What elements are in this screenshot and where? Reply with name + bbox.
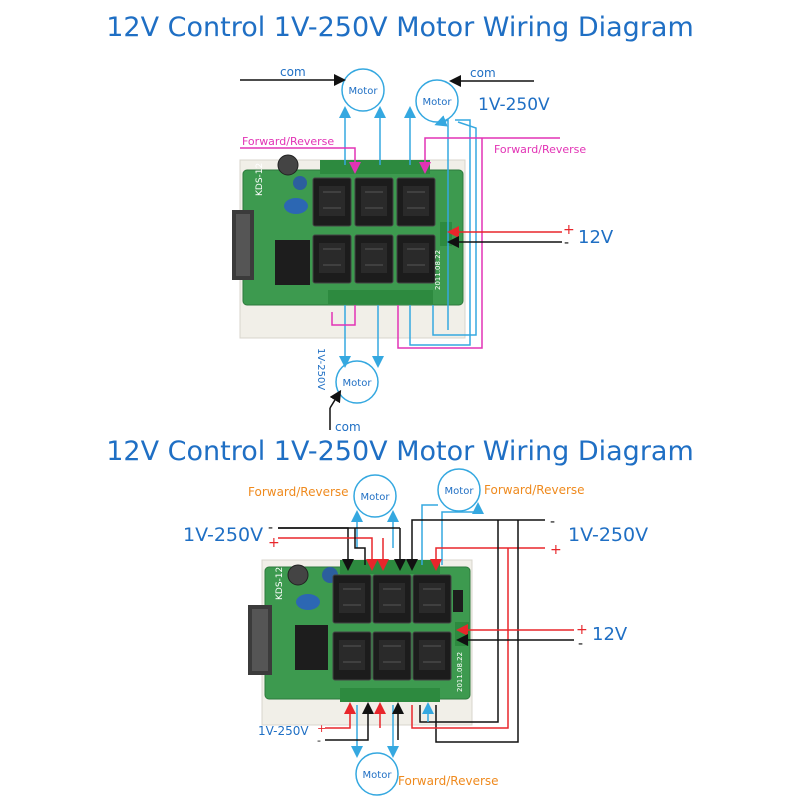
bottom-12v-power: + - 12V — [456, 622, 628, 652]
bottom-power-plus: + — [576, 622, 588, 638]
top-minus-sign: - — [564, 235, 569, 251]
top-motor-bottom: Motor — [335, 360, 379, 404]
top-12v-power: + - 12V — [447, 222, 614, 251]
bottom-right-minus: - — [550, 514, 555, 530]
top-blue-wires — [339, 106, 477, 368]
bottom-bottom-minus: - — [317, 734, 321, 747]
bottom-left-supply-wires — [278, 527, 406, 571]
top-plus-sign: + — [563, 222, 575, 238]
top-motor-right: Motor — [415, 79, 459, 123]
top-voltage-bottom: 1V-250V — [315, 348, 326, 390]
svg-text:Motor: Motor — [445, 486, 475, 497]
top-com-wires: com com com — [240, 65, 534, 434]
top-com-right-label: com — [470, 66, 496, 80]
top-forward-reverse-right: Forward/Reverse — [494, 143, 586, 156]
bottom-diagram: KDS-12 2011.08.22 Motor Motor Motor Forw… — [183, 468, 648, 796]
bottom-board-model: KDS-12 — [275, 567, 285, 600]
bottom-forward-reverse-bottom: Forward/Reverse — [398, 774, 499, 788]
svg-text:Motor: Motor — [363, 770, 393, 781]
bottom-right-supply-wires — [406, 519, 545, 743]
top-forward-reverse-left: Forward/Reverse — [242, 135, 334, 148]
svg-text:Motor: Motor — [361, 492, 391, 503]
top-diagram-title: 12V Control 1V-250V Motor Wiring Diagram — [106, 12, 694, 43]
bottom-motor-left: Motor — [353, 474, 397, 518]
bottom-power-minus: - — [578, 636, 583, 652]
top-diagram: KDS-12 2011.08.22 Motor Motor Motor com … — [232, 65, 614, 434]
top-magenta-wires — [240, 137, 560, 349]
bottom-motor-right: Motor — [437, 468, 481, 512]
top-board-date: 2011.08.22 — [434, 250, 442, 290]
bottom-lower-supply-wires — [325, 702, 434, 741]
svg-text:Motor: Motor — [343, 378, 373, 389]
bottom-left-minus: - — [268, 520, 273, 536]
bottom-voltage-left: 1V-250V — [183, 524, 263, 546]
bottom-voltage-right: 1V-250V — [568, 524, 648, 546]
top-relay-board: KDS-12 2011.08.22 — [232, 154, 466, 339]
top-motor-left: Motor — [341, 68, 385, 112]
bottom-motor-bottom: Motor — [355, 752, 399, 796]
bottom-bottom-plus: + — [317, 722, 326, 735]
bottom-voltage-bottom: 1V-250V — [258, 724, 309, 738]
svg-text:Motor: Motor — [349, 86, 379, 97]
bottom-diagram-title: 12V Control 1V-250V Motor Wiring Diagram — [106, 436, 694, 467]
bottom-forward-reverse-left: Forward/Reverse — [248, 485, 349, 499]
bottom-power-label: 12V — [592, 624, 628, 645]
bottom-forward-reverse-right: Forward/Reverse — [484, 483, 585, 497]
top-power-label: 12V — [578, 227, 614, 248]
svg-text:Motor: Motor — [423, 97, 453, 108]
top-com-left-label: com — [280, 65, 306, 79]
bottom-relay-board: KDS-12 2011.08.22 — [248, 559, 473, 726]
top-board-model: KDS-12 — [255, 163, 265, 196]
bottom-right-plus: + — [550, 542, 562, 558]
top-voltage-right: 1V-250V — [478, 95, 550, 115]
bottom-board-date: 2011.08.22 — [456, 652, 464, 692]
top-com-bottom-label: com — [335, 420, 361, 434]
bottom-left-plus: + — [268, 535, 280, 551]
